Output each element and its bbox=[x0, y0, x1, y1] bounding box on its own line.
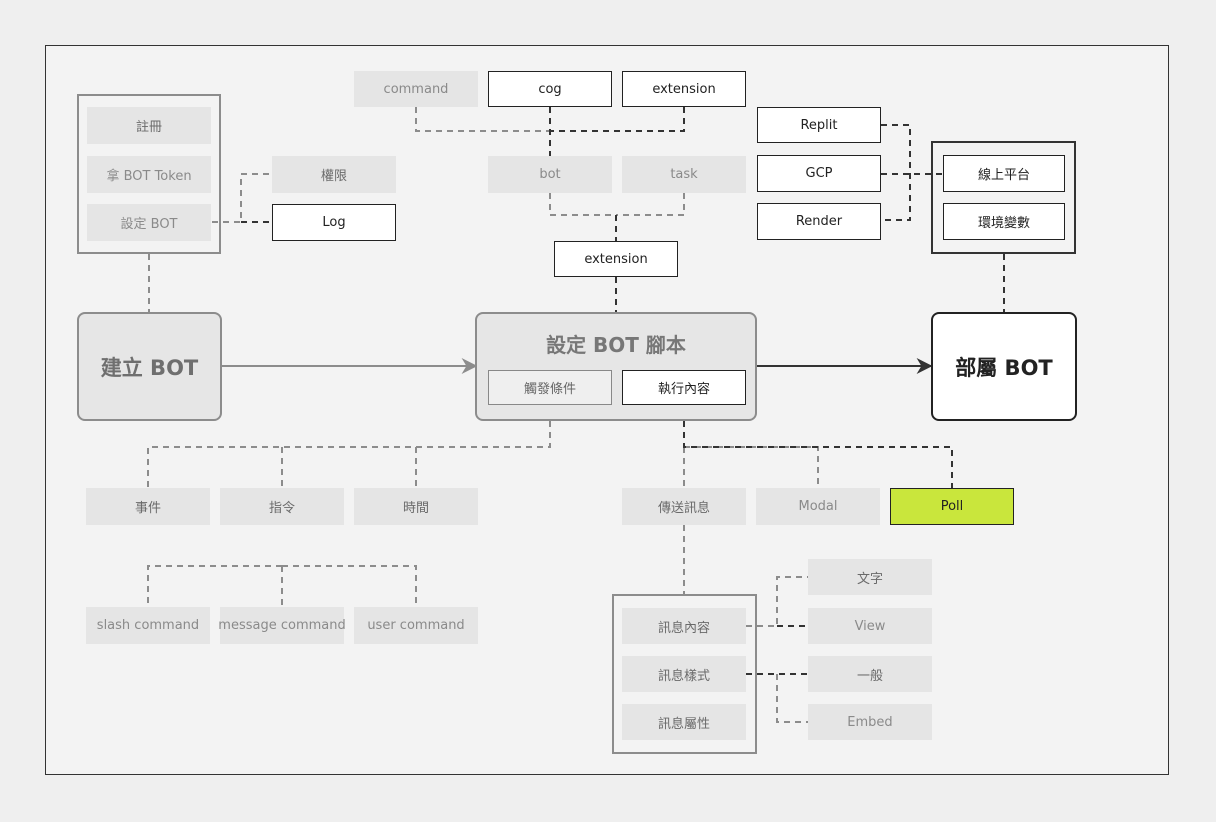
online-group bbox=[931, 141, 1076, 254]
link-action-modal bbox=[684, 446, 819, 488]
get-token-box[interactable]: 拿 BOT Token bbox=[87, 156, 211, 193]
link-extension-top bbox=[550, 107, 685, 132]
link-trigger-bus bbox=[147, 421, 551, 488]
cog-box[interactable]: cog bbox=[488, 71, 612, 107]
link-command-user bbox=[282, 565, 417, 607]
command-trigger-box[interactable]: 指令 bbox=[220, 488, 344, 525]
online-platform-box[interactable]: 線上平台 bbox=[943, 155, 1065, 192]
script-title: 設定 BOT 腳本 bbox=[546, 333, 686, 357]
permission-box[interactable]: 權限 bbox=[272, 156, 396, 193]
link-command-to-bot bbox=[415, 107, 550, 132]
link-replit bbox=[881, 124, 911, 221]
log-box[interactable]: Log bbox=[272, 204, 396, 241]
message-content-box[interactable]: 訊息內容 bbox=[622, 608, 746, 644]
register-box[interactable]: 註冊 bbox=[87, 107, 211, 144]
command-box[interactable]: command bbox=[354, 71, 478, 107]
replit-box[interactable]: Replit bbox=[757, 107, 881, 143]
message-attr-box[interactable]: 訊息屬性 bbox=[622, 704, 746, 740]
deploy-bot-node[interactable]: 部屬 BOT bbox=[931, 312, 1077, 421]
link-task-to-extension bbox=[616, 193, 685, 216]
create-bot-node[interactable]: 建立 BOT bbox=[77, 312, 222, 421]
trigger-box[interactable]: 觸發條件 bbox=[488, 370, 612, 405]
set-bot-box[interactable]: 設定 BOT bbox=[87, 204, 211, 241]
event-box[interactable]: 事件 bbox=[86, 488, 210, 525]
message-command-box[interactable]: message command bbox=[218, 607, 346, 644]
modal-box[interactable]: Modal bbox=[756, 488, 880, 525]
time-box[interactable]: 時間 bbox=[354, 488, 478, 525]
execute-box[interactable]: 執行內容 bbox=[622, 370, 746, 405]
link-bot-to-extension bbox=[549, 193, 616, 216]
poll-box[interactable]: Poll bbox=[890, 488, 1014, 525]
message-group bbox=[612, 594, 757, 754]
view-type-box[interactable]: View bbox=[808, 608, 932, 644]
link-command-bus bbox=[147, 565, 282, 607]
link-setbot-to-perm bbox=[212, 173, 272, 223]
link-style-embed bbox=[776, 674, 808, 723]
create-group bbox=[77, 94, 221, 254]
link-content-text bbox=[746, 576, 808, 627]
render-box[interactable]: Render bbox=[757, 203, 881, 240]
user-command-box[interactable]: user command bbox=[354, 607, 478, 644]
link-execute-bus bbox=[683, 421, 953, 488]
embed-style-box[interactable]: Embed bbox=[808, 704, 932, 740]
env-vars-box[interactable]: 環境變數 bbox=[943, 203, 1065, 240]
normal-style-box[interactable]: 一般 bbox=[808, 656, 932, 692]
task-box[interactable]: task bbox=[622, 156, 746, 193]
send-message-box[interactable]: 傳送訊息 bbox=[622, 488, 746, 525]
create-bot-label: 建立 BOT bbox=[100, 355, 199, 380]
extension-top-box[interactable]: extension bbox=[622, 71, 746, 107]
message-style-box[interactable]: 訊息樣式 bbox=[622, 656, 746, 692]
bot-box[interactable]: bot bbox=[488, 156, 612, 193]
text-type-box[interactable]: 文字 bbox=[808, 559, 932, 595]
deploy-bot-label: 部屬 BOT bbox=[955, 355, 1053, 380]
gcp-box[interactable]: GCP bbox=[757, 155, 881, 192]
slash-command-box[interactable]: slash command bbox=[86, 607, 210, 644]
extension-box[interactable]: extension bbox=[554, 241, 678, 277]
